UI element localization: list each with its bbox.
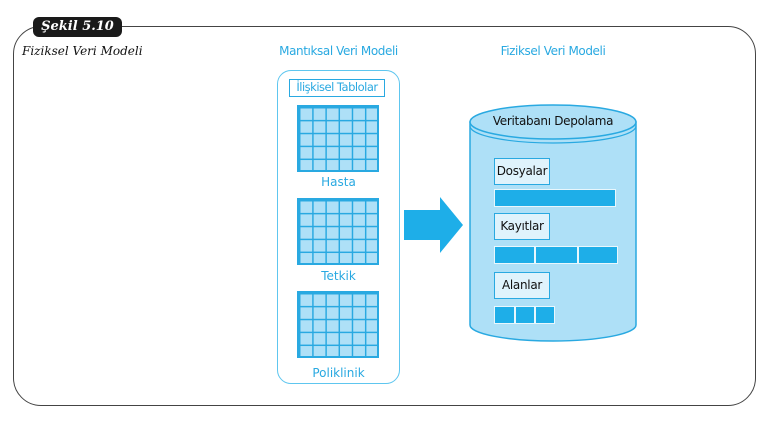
fields-box: Alanlar [494,272,550,299]
table-grid-hasta [297,105,379,172]
storage-label: Veritabanı Depolama [492,114,614,128]
figure-frame [13,26,756,406]
files-box: Dosyalar [494,158,550,185]
logical-model-box [277,70,400,384]
record-segment [494,246,535,264]
record-segment [578,246,618,264]
records-box: Kayıtlar [494,213,550,240]
figure-title: Fiziksel Veri Modeli [22,44,143,58]
logical-model-heading: Mantıksal Veri Modeli [279,44,398,58]
record-segment [535,246,578,264]
field-segment [515,306,535,324]
table-label: Poliklinik [312,366,365,380]
file-segment [494,189,616,207]
table-label: Hasta [321,175,356,189]
table-grid-tetkik [297,198,379,265]
table-label: Tetkik [321,269,356,283]
arrow-right-icon [404,197,463,253]
physical-model-heading: Fiziksel Veri Modeli [500,44,606,58]
figure-badge: Şekil 5.10 [33,17,122,37]
relational-tables-label: İlişkisel Tablolar [289,79,385,97]
table-grid-poliklinik [297,291,379,358]
field-segment [494,306,515,324]
cylinder-top [469,104,637,140]
field-segment [535,306,555,324]
